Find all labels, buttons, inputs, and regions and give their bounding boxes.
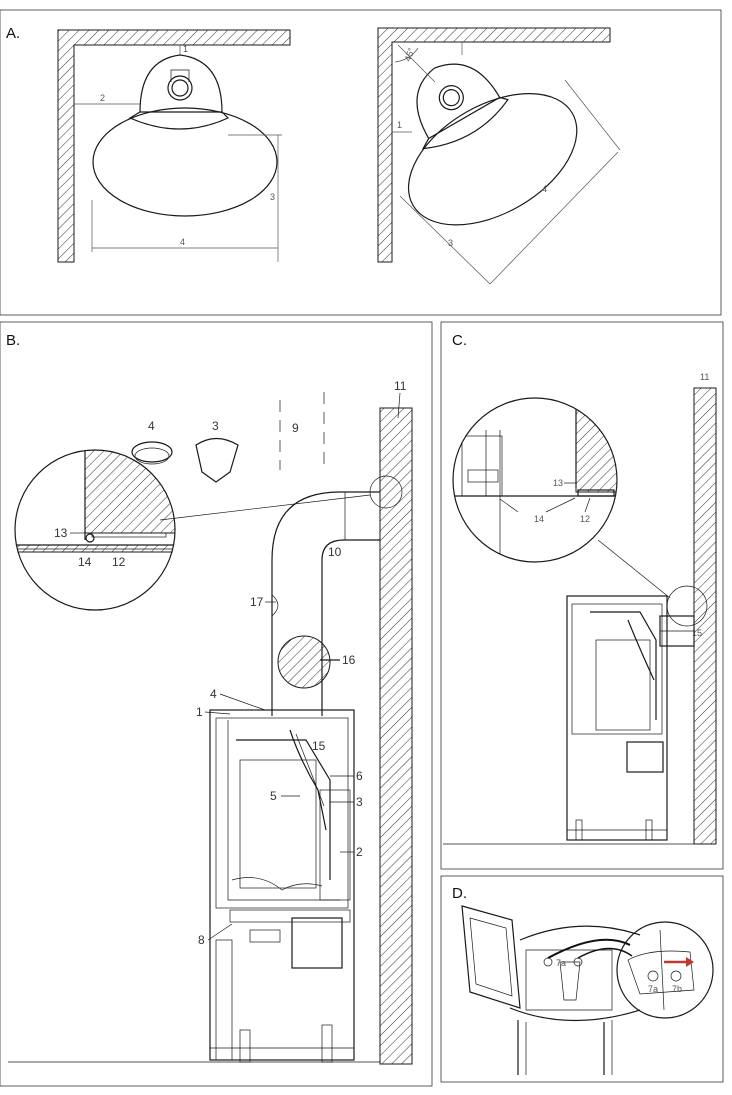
callout-b-17: 17 — [250, 595, 264, 609]
door-glass — [469, 917, 513, 997]
callout-c-13: 13 — [553, 478, 563, 488]
callout-c-12: 12 — [580, 514, 590, 524]
flue-inner — [171, 79, 189, 97]
callout-b-11: 11 — [394, 379, 407, 393]
callout-b-12: 12 — [112, 555, 126, 569]
dim-4-right-line — [489, 151, 619, 285]
stove-front-curve — [128, 111, 230, 130]
callout-b-14: 14 — [78, 555, 92, 569]
detail-leader-c — [597, 539, 671, 599]
part-cover-3 — [195, 437, 239, 483]
flue-bulge-17 — [271, 594, 279, 617]
open-door — [461, 905, 521, 1009]
panel-d: D. 7a 7a 7b — [440, 875, 724, 1083]
rotated-stove — [407, 63, 578, 226]
stove-section-b — [209, 709, 355, 1063]
detail-marker-c — [666, 585, 708, 627]
callout-d-7a-detail: 7a — [648, 984, 658, 994]
angle-45-arc — [394, 47, 419, 63]
callout-b-13: 13 — [54, 526, 68, 540]
panel-c-title: C. — [452, 332, 467, 349]
stove-section-c — [566, 595, 695, 841]
firebox-opening — [525, 949, 613, 1011]
stove-top-arc — [519, 925, 641, 941]
arrow-to-detail-2 — [577, 947, 633, 959]
panel-c: C. 11 15 — [440, 321, 724, 870]
callout-b-3: 3 — [356, 795, 363, 809]
panel-a-title: A. — [6, 25, 20, 42]
callout-b-16: 16 — [342, 653, 356, 667]
corner-wall — [57, 29, 291, 263]
detail-circle-b — [14, 449, 176, 611]
stove-body-outline — [92, 107, 278, 217]
callout-b-10: 10 — [328, 545, 342, 559]
detail-leader-b — [159, 494, 371, 521]
panel-b-title: B. — [6, 332, 20, 349]
dim-4-right-label: 4 — [542, 184, 547, 194]
panel-d-frame — [440, 875, 724, 1083]
callout-b-4: 4 — [210, 687, 217, 701]
flue-elbow-outer — [271, 491, 380, 716]
callout-b-1: 1 — [196, 705, 203, 719]
callout-b-15: 15 — [312, 739, 326, 753]
panel-a-frame — [0, 9, 722, 316]
callout-d-7b: 7b — [672, 984, 682, 994]
part-ring-4 — [131, 441, 173, 465]
baffle — [559, 961, 581, 1001]
wall-c — [693, 387, 717, 845]
rotated-stove-body — [407, 93, 578, 226]
panel-b: B. — [0, 321, 433, 1087]
callout-c-14: 14 — [534, 514, 544, 524]
callout-c-15: 15 — [692, 628, 702, 638]
detail-circle-c: 13 14 12 — [452, 397, 618, 563]
callout-b-8: 8 — [198, 933, 205, 947]
dim-4-right-ext — [564, 79, 621, 151]
stove-base-arc — [509, 1007, 641, 1022]
callout-b-5: 5 — [270, 789, 277, 803]
panel-a: A. 2 1 4 3 — [0, 9, 722, 316]
callout-c-11: 11 — [700, 372, 709, 382]
corner-wall-right — [377, 27, 611, 263]
panel-d-title: D. — [452, 885, 467, 902]
detail-circle-d: 7a 7b — [616, 921, 714, 1019]
callout-b-9: 9 — [292, 421, 299, 435]
rotated-stove-rear-dome — [416, 63, 501, 139]
callout-b-2: 2 — [356, 845, 363, 859]
angle-45-line — [397, 44, 436, 83]
dim-1-label: 1 — [183, 44, 188, 54]
panel-b-frame — [0, 321, 433, 1087]
angle-45-label: 45° — [402, 46, 416, 63]
callout-b-part4: 4 — [148, 419, 155, 433]
stove-rear-dome — [139, 54, 223, 113]
callout-b-6: 6 — [356, 769, 363, 783]
dim-3-right-label: 3 — [448, 238, 453, 248]
panel-a-right-view: 45° 1 3 4 — [377, 27, 621, 285]
rotated-flue-inner — [442, 89, 460, 107]
dim-3-label: 3 — [270, 192, 275, 202]
flue-collar — [170, 69, 190, 82]
dim-1-right-label: 1 — [397, 120, 402, 130]
panel-a-left-view: 2 1 4 3 — [57, 29, 291, 263]
damper-disc — [277, 635, 331, 689]
flue-outlet — [167, 75, 193, 101]
rotated-flue-outlet — [438, 85, 464, 111]
callouts-b: 4 3 9 11 10 13 14 12 17 16 4 1 15 6 5 3 … — [54, 379, 407, 947]
wall-b — [379, 407, 413, 1065]
arrow-to-detail — [547, 938, 631, 959]
callout-b-part3: 3 — [212, 419, 219, 433]
flue-elbow-inner — [321, 539, 380, 716]
bolt-left — [543, 957, 553, 967]
detail-marker-b — [369, 475, 403, 509]
dim-2-label: 2 — [100, 93, 105, 103]
panel-c-frame — [440, 321, 724, 870]
dim-3-right-line — [399, 195, 491, 285]
callout-d-7a: 7a — [556, 958, 566, 968]
rotated-stove-front — [421, 96, 509, 150]
dim-4-label: 4 — [180, 237, 185, 247]
seal-14 — [85, 533, 95, 543]
